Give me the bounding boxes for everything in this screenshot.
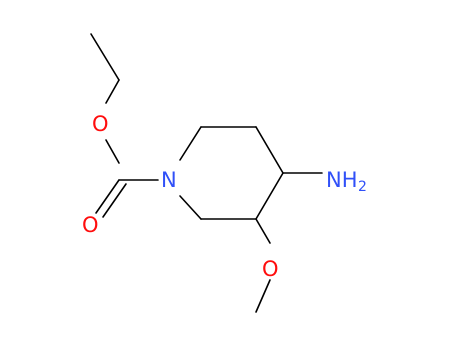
atom-nitrogen-ring: N xyxy=(161,168,177,192)
atom-amine-nh: NH xyxy=(326,168,358,192)
bond-o-carbonyl xyxy=(105,139,120,164)
atom-oxygen-methoxy: O xyxy=(262,257,279,281)
bond-n-c2 xyxy=(179,126,202,161)
bond-o-ch3 xyxy=(255,279,271,313)
bond-c4-c5 xyxy=(255,172,284,220)
bond-ch2-o xyxy=(105,79,120,104)
bond-ethyl-ch3-ch2 xyxy=(90,33,120,81)
atom-oxygen-carbonyl: O xyxy=(82,213,99,237)
bond-c3-c4 xyxy=(255,126,284,174)
bond-c5-o xyxy=(255,218,271,244)
bond-c6-n xyxy=(179,195,202,220)
bond-carbonyl-double-b xyxy=(102,183,127,218)
bond-carbonyl-double-a xyxy=(95,179,120,214)
atom-amine-subscript: 2 xyxy=(358,179,367,195)
atom-oxygen-ester: O xyxy=(92,112,109,136)
